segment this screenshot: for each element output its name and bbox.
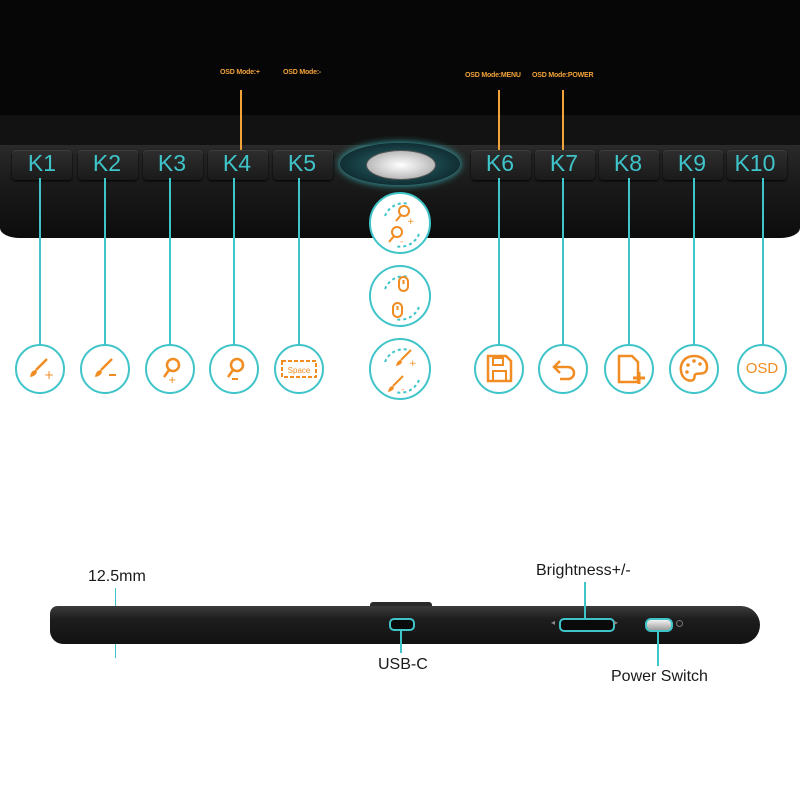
- zoom-in-icon: +: [145, 344, 195, 394]
- key-k9[interactable]: [663, 150, 723, 180]
- osd-label-k5: OSD Mode:-: [283, 69, 322, 76]
- key-k1[interactable]: [12, 150, 72, 180]
- key-label-k6: K6: [485, 150, 515, 176]
- usb-c-label: USB-C: [378, 656, 428, 673]
- osd-label-k4: OSD Mode:+: [220, 69, 260, 76]
- thickness-label: 12.5mm: [88, 568, 146, 585]
- osd-leader-k4: [240, 90, 242, 152]
- power-switch-label: Power Switch: [611, 668, 708, 685]
- leader-k3: [169, 178, 171, 344]
- key-label-k7: K7: [549, 150, 579, 176]
- osd-leader-k6: [498, 90, 500, 152]
- tablet-screen: [0, 0, 800, 115]
- space-key-icon: Space: [274, 344, 324, 394]
- key-k5[interactable]: [273, 150, 333, 180]
- osd-leader-k7: [562, 90, 564, 152]
- brightness-label: Brightness+/-: [536, 562, 631, 579]
- key-label-k8: K8: [613, 150, 643, 176]
- svg-text:+: +: [44, 368, 54, 382]
- key-label-k2: K2: [92, 150, 122, 176]
- zoom-rotate-icon: + -: [369, 192, 431, 254]
- brightness-rocker[interactable]: [559, 618, 615, 632]
- brush-minus-icon: [80, 344, 130, 394]
- key-label-k10: K10: [734, 150, 776, 176]
- brightness-minus-icon: ◂: [551, 618, 556, 627]
- leader-k1: [39, 178, 41, 344]
- osd-label-k6: OSD Mode:MENU: [465, 72, 521, 79]
- svg-text:+: +: [409, 359, 417, 369]
- brush-plus-icon: +: [15, 344, 65, 394]
- key-label-k1: K1: [27, 150, 57, 176]
- key-k6[interactable]: [471, 150, 531, 180]
- power-switch-leader: [657, 632, 659, 666]
- usb-c-leader: [400, 631, 402, 653]
- svg-text:+: +: [168, 375, 176, 386]
- leader-k5: [298, 178, 300, 344]
- undo-icon: [538, 344, 588, 394]
- leader-k8: [628, 178, 630, 344]
- key-k4[interactable]: [208, 150, 268, 180]
- new-document-icon: [604, 344, 654, 394]
- power-led-icon: [676, 620, 683, 627]
- power-switch[interactable]: [645, 618, 673, 632]
- key-label-k4: K4: [222, 150, 252, 176]
- svg-text:-: -: [401, 385, 404, 395]
- key-k3[interactable]: [143, 150, 203, 180]
- key-label-k5: K5: [287, 150, 317, 176]
- key-k8[interactable]: [599, 150, 659, 180]
- brightness-leader: [584, 582, 586, 618]
- brightness-plus-icon: ▸: [614, 618, 619, 627]
- zoom-out-icon: [209, 344, 259, 394]
- save-icon: [474, 344, 524, 394]
- svg-text:-: -: [400, 237, 403, 247]
- touch-dial[interactable]: [366, 150, 436, 180]
- key-label-k9: K9: [677, 150, 707, 176]
- usb-c-port[interactable]: [389, 618, 415, 631]
- key-label-k3: K3: [157, 150, 187, 176]
- key-k10[interactable]: [727, 150, 787, 180]
- leader-k2: [104, 178, 106, 344]
- brush-size-rotate-icon: + -: [369, 338, 431, 400]
- palette-icon: [669, 344, 719, 394]
- osd-icon-text: OSD: [745, 360, 779, 377]
- svg-text:+: +: [407, 217, 415, 227]
- leader-k10: [762, 178, 764, 344]
- osd-label-k7: OSD Mode:POWER: [532, 72, 594, 79]
- osd-icon: OSD: [737, 344, 787, 394]
- key-k7[interactable]: [535, 150, 595, 180]
- screen-bottom-bezel: [0, 115, 800, 145]
- scroll-rotate-icon: [369, 265, 431, 327]
- leader-k9: [693, 178, 695, 344]
- svg-text:Space: Space: [288, 366, 311, 375]
- leader-k4: [233, 178, 235, 344]
- key-k2[interactable]: [78, 150, 138, 180]
- leader-k7: [562, 178, 564, 344]
- leader-k6: [498, 178, 500, 344]
